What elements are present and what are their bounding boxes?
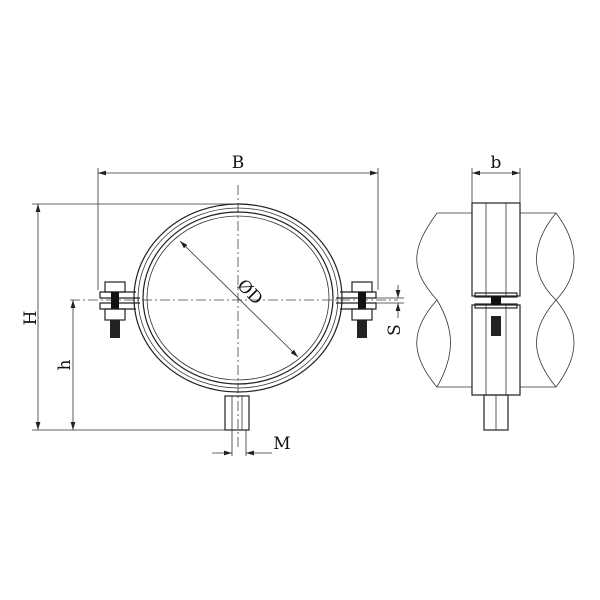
dimension-M: M xyxy=(212,430,291,456)
dimension-h: h xyxy=(55,300,76,430)
front-view: B H h ØD S xyxy=(21,153,405,456)
threaded-stem xyxy=(224,395,250,431)
label-b: b xyxy=(491,153,502,173)
pipe xyxy=(416,212,575,388)
dimension-H: H xyxy=(21,203,238,431)
label-h: h xyxy=(55,359,75,370)
label-S: S xyxy=(385,324,405,336)
stem-side xyxy=(483,394,509,431)
dimension-b: b xyxy=(471,153,521,203)
label-H: H xyxy=(21,311,41,326)
dimension-S: S xyxy=(376,285,405,336)
side-view: b xyxy=(416,153,575,431)
label-B: B xyxy=(232,153,245,173)
clamp-side xyxy=(471,202,521,396)
dimension-D: ØD xyxy=(179,240,299,358)
dimension-B: B xyxy=(97,153,379,290)
left-bolt xyxy=(104,281,126,338)
label-M: M xyxy=(273,434,290,454)
right-bolt xyxy=(351,281,373,338)
